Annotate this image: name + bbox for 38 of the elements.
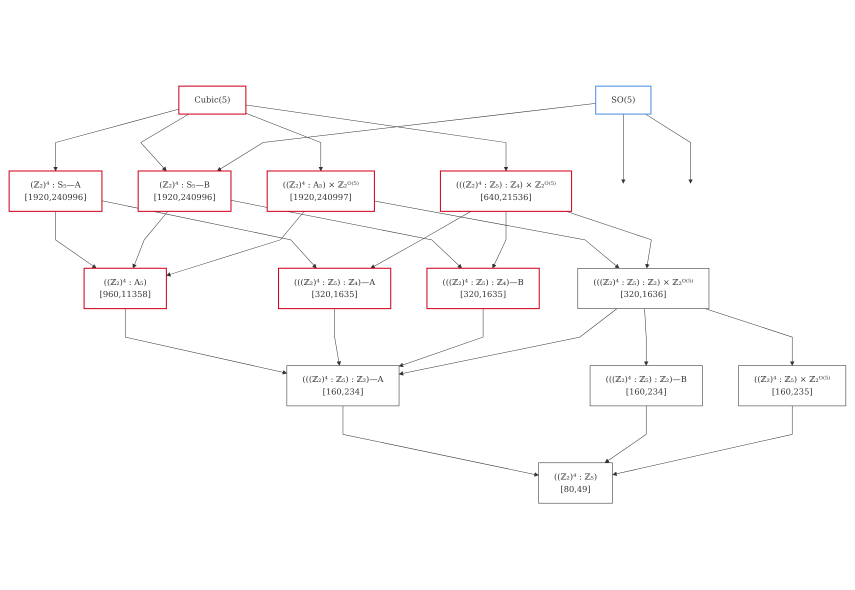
arrow <box>645 114 693 184</box>
arrow <box>644 308 648 366</box>
node-box: (((ℤ₂)⁴ : ℤ₅) : ℤ₂)—B [160,234] <box>590 366 703 406</box>
node-box: (((ℤ₂)⁴ : ℤ₅) : ℤ₂)—A [160,234] <box>286 366 400 406</box>
node-box: (((ℤ₂)⁴ : ℤ₅) : ℤ₄)—A [320,1635] <box>278 268 392 310</box>
arrow <box>55 211 97 269</box>
arrow <box>166 211 304 277</box>
arrow <box>612 406 792 476</box>
node-box: SO(5) <box>595 86 652 115</box>
arrow <box>604 406 646 464</box>
arrow <box>102 200 317 269</box>
arrow <box>492 211 506 269</box>
arrow <box>246 113 324 172</box>
arrow <box>370 211 472 269</box>
arrow <box>398 308 484 368</box>
node-box: (((ℤ₂)⁴ : ℤ₅) : ℤ₄) × ℤ₂ᴼ⁽⁵⁾ [640,21536] <box>440 170 572 212</box>
node-box: Cubic(5) <box>178 86 246 115</box>
arrow <box>621 114 626 184</box>
arrow <box>342 406 539 477</box>
arrow <box>53 109 180 172</box>
arrow <box>246 105 508 172</box>
arrow <box>216 103 596 172</box>
node-box: ((ℤ₂)⁴ : ℤ₅) [80,49] <box>538 462 613 504</box>
node-box: ((ℤ₂)⁴ : A₅) [960,11358] <box>84 268 167 310</box>
node-box: (((ℤ₂)⁴ : ℤ₅) : ℤ₄)—B [320,1635] <box>426 268 540 310</box>
arrow <box>140 114 190 172</box>
node-box: (((ℤ₂)⁴ : ℤ₅) : ℤ₂) × ℤ₂ᴼ⁽⁵⁾ [320,1636] <box>578 268 710 310</box>
node-box: ((ℤ₂)⁴ : A₅) × ℤ₂ᴼ⁽⁵⁾ [1920,240997] <box>266 170 375 212</box>
arrow <box>398 308 618 376</box>
node-box: ((ℤ₂)⁴ : ℤ₅) × ℤ₂ᴼ⁽⁵⁾ [160,235] <box>738 366 846 406</box>
arrow <box>374 201 620 269</box>
arrow <box>334 308 342 366</box>
arrow <box>124 308 288 375</box>
arrow <box>132 211 168 269</box>
arrow <box>230 200 462 269</box>
arrow <box>704 308 794 366</box>
node-box: (ℤ₂)⁴ : S₅—B [1920,240996] <box>138 170 232 212</box>
node-box: (ℤ₂)⁴ : S₅—A [1920,240996] <box>8 170 102 212</box>
